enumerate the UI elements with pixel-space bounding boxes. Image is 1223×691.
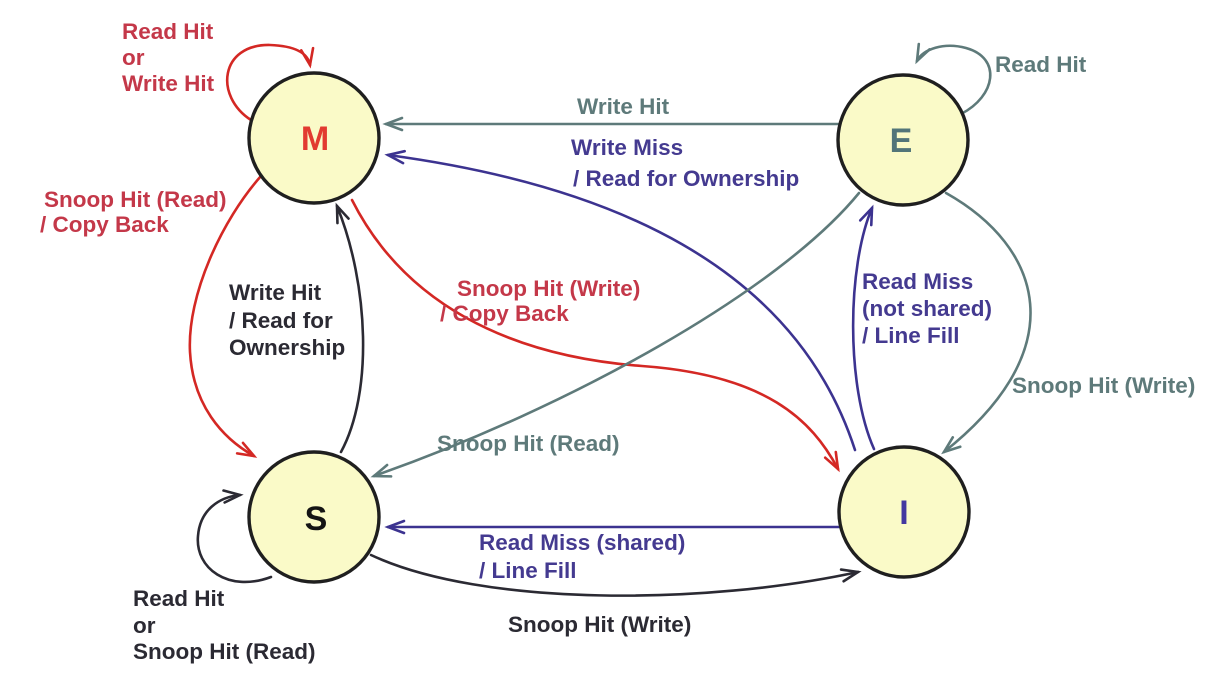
edge-label-e-to-i: Snoop Hit (Write) [1012,373,1195,398]
edge-label-line: Snoop Hit (Read) [44,187,226,212]
edge-label-m-to-i: Snoop Hit (Write) / Copy Back [440,276,640,326]
edge-label-line: Read Hit [995,52,1087,77]
state-i-label: I [899,494,908,532]
edge-label-s-to-i: Snoop Hit (Write) [508,612,691,637]
state-e-label: E [890,122,913,160]
edge-e-to-i [941,191,1032,455]
edge-i-to-e [851,204,876,451]
state-i-circle [837,445,971,579]
edge-label-line: Snoop Hit (Write) [457,276,640,301]
edge-label-s-self-loop: Read Hit or Snoop Hit (Read) [133,586,315,664]
edge-label-e-self-loop: Read Hit [995,52,1087,77]
edge-label-i-to-e: Read Miss (not shared) / Line Fill [862,269,992,348]
state-node-m: M [247,71,381,205]
edge-label-line: Ownership [229,335,345,360]
state-s-label: S [305,500,328,538]
edge-label-line: Snoop Hit (Read) [133,639,315,664]
edge-label-line: Snoop Hit (Write) [508,612,691,637]
edge-label-line: or [122,45,145,70]
edge-label-i-to-m: Write Miss / Read for Ownership [571,135,799,191]
edge-m-to-s [188,174,263,458]
edge-s-to-i [369,553,862,597]
edge-label-line: Read Miss (shared) [479,530,685,555]
edge-s-to-m [335,202,365,454]
edge-label-line: Write Miss [571,135,683,160]
edge-label-m-self-loop: Read Hit or Write Hit [122,19,215,96]
edge-label-line: Snoop Hit (Write) [1012,373,1195,398]
edge-label-line: / Read for Ownership [573,166,799,191]
edge-label-line: Read Miss [862,269,973,294]
state-node-s: S [247,450,381,584]
edge-label-s-to-m: Write Hit / Read for Ownership [229,280,345,360]
edge-label-line: / Line Fill [479,558,577,583]
edge-m-self-loop [226,43,315,122]
state-m-label: M [301,120,329,158]
edge-label-line: Read Hit [133,586,225,611]
edge-i-to-m [384,149,857,452]
state-e-circle [836,73,970,207]
edge-label-line: Snoop Hit (Read) [437,431,619,456]
edge-label-i-to-s: Read Miss (shared) / Line Fill [479,530,685,583]
edge-e-to-s [370,191,861,478]
edge-label-line: Read Hit [122,19,214,44]
edge-label-line: Write Hit [229,280,322,305]
edge-label-line: / Read for [229,308,333,333]
state-m-circle [247,71,381,205]
state-node-i: I [837,445,971,579]
edge-label-line: Write Hit [122,71,215,96]
edge-m-to-i [350,198,840,473]
edge-label-line: (not shared) [862,296,992,321]
state-node-e: E [836,73,970,207]
state-s-circle [247,450,381,584]
edge-s-self-loop [196,489,273,584]
edge-e-self-loop [915,42,992,116]
edge-label-line: / Copy Back [40,212,169,237]
edge-label-line: / Copy Back [440,301,569,326]
edge-label-line: / Line Fill [862,323,960,348]
edge-label-e-to-s: Snoop Hit (Read) [437,431,619,456]
edge-label-e-to-m: Write Hit [577,94,670,119]
edge-label-line: Write Hit [577,94,670,119]
edge-label-line: or [133,613,156,638]
edge-label-m-to-s: Snoop Hit (Read) / Copy Back [40,187,226,237]
